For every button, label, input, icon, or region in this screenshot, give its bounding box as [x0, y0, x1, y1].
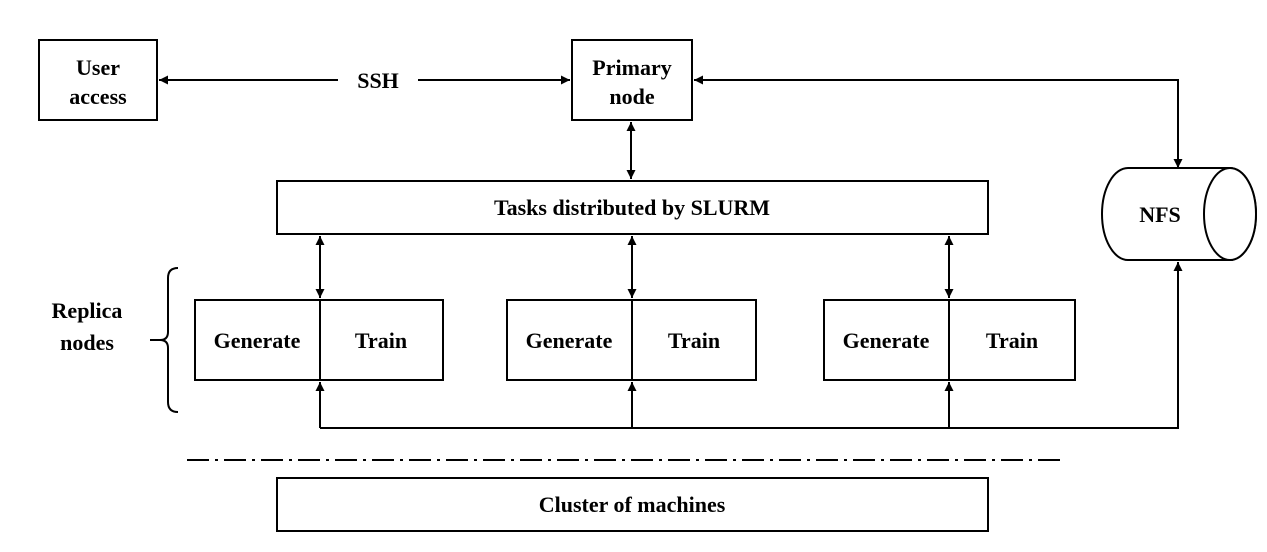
replica-2-train: Train — [668, 328, 720, 353]
replica-label-line2: nodes — [60, 330, 114, 355]
replica-node-3: Generate Train — [823, 236, 1076, 381]
primary-nfs-arrow — [694, 75, 1183, 168]
replica-brace — [159, 267, 179, 413]
user-access-line1: User — [76, 55, 120, 80]
primary-node-box: Primary node — [571, 39, 693, 121]
ssh-connection: SSH — [159, 68, 570, 93]
bus-to-nfs-arrow — [320, 262, 1183, 429]
ssh-label: SSH — [357, 68, 399, 93]
nfs-bus — [315, 262, 1183, 429]
replica-1-train: Train — [355, 328, 407, 353]
replica-3-generate: Generate — [843, 328, 930, 353]
replica-node-1: Generate Train — [194, 236, 444, 381]
cluster-box: Cluster of machines — [276, 477, 989, 532]
slurm-label: Tasks distributed by SLURM — [494, 195, 770, 220]
user-access-line2: access — [69, 84, 127, 109]
user-access-box: User access — [38, 39, 158, 121]
primary-node-line2: node — [609, 84, 654, 109]
replica-node-2: Generate Train — [506, 236, 757, 381]
primary-node-line1: Primary — [592, 55, 671, 80]
replica-2-generate: Generate — [526, 328, 613, 353]
replica-label-line1: Replica — [52, 298, 123, 323]
nfs-label: NFS — [1139, 202, 1181, 227]
replica-1-generate: Generate — [214, 328, 301, 353]
slurm-box: Tasks distributed by SLURM — [276, 180, 989, 235]
replica-nodes-group: Replica nodes — [52, 267, 179, 413]
nfs-storage: NFS — [1101, 167, 1257, 261]
cluster-label: Cluster of machines — [539, 492, 726, 517]
replica-3-train: Train — [986, 328, 1038, 353]
